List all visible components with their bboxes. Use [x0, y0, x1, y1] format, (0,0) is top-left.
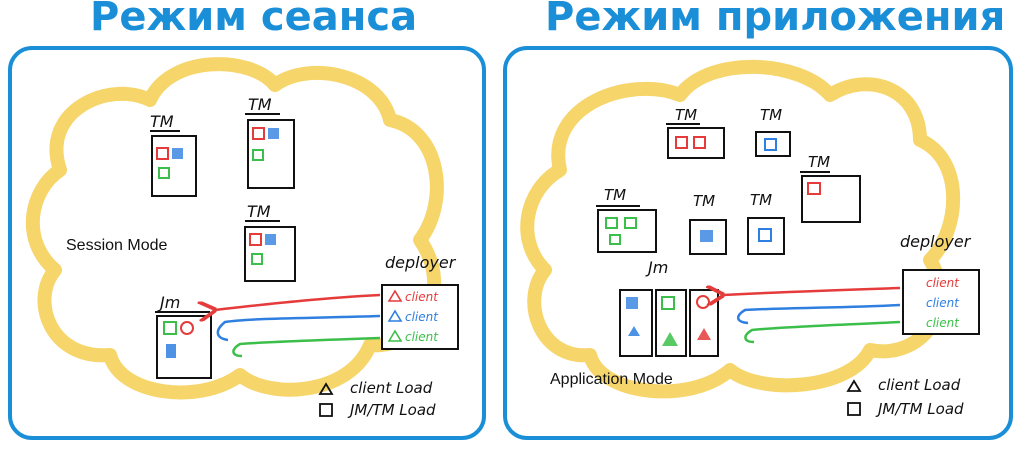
session-cloud: [25, 57, 444, 400]
session-deployer-box: [381, 284, 459, 350]
application-mode-title: Режим приложения: [545, 0, 1006, 40]
session-client-label: client: [405, 310, 439, 324]
legend-square-icon: [319, 403, 333, 417]
client-connector-green: [744, 320, 901, 344]
client-connector-red: [722, 288, 901, 295]
legend-triangle-icon: [318, 382, 334, 395]
application-jm-box: [689, 289, 719, 357]
application-client-label: client: [926, 276, 960, 290]
session-tm-label: TM: [248, 95, 272, 114]
application-tm-box: [689, 219, 727, 255]
application-tm-box: [666, 123, 725, 159]
application-mode-label: Application Mode: [550, 371, 673, 388]
client-connector-blue: [216, 314, 381, 342]
session-jm-label: Jm: [157, 293, 180, 312]
session-deployer-label: deployer: [385, 253, 457, 272]
legend-client-load: client Load: [350, 379, 433, 397]
application-tm-label: TM: [675, 106, 697, 124]
application-tm-label: TM: [693, 192, 715, 210]
legend-triangle-icon: [846, 379, 862, 392]
application-client-label: client: [926, 296, 960, 310]
application-client-label: client: [926, 316, 960, 330]
application-cloud: [520, 59, 961, 399]
application-tm-label: TM: [808, 153, 830, 171]
session-tm-box: [244, 220, 296, 282]
application-tm-box: [596, 205, 657, 253]
client-connector-red: [214, 293, 381, 310]
client-load-icon: [387, 289, 403, 302]
application-tm-label: TM: [604, 186, 626, 204]
legend-jmtm-load: JM/TM Load: [347, 401, 436, 419]
application-tm-label: TM: [760, 106, 782, 124]
client-load-icon: [387, 309, 403, 322]
application-jm-box: [619, 289, 653, 357]
application-mode-panel: [503, 46, 1013, 440]
session-client-label: client: [405, 330, 439, 344]
legend-jmtm-load: JM/TM Load: [875, 400, 964, 418]
session-tm-box: [150, 130, 197, 197]
application-jm-box: [655, 289, 687, 357]
session-mode-label: Session Mode: [66, 237, 167, 254]
application-tm-box: [800, 171, 861, 223]
client-connector-blue: [737, 303, 901, 325]
application-deployer-label: deployer: [900, 232, 972, 251]
session-tm-label: TM: [150, 112, 174, 131]
client-connector-green: [232, 336, 381, 358]
client-load-icon: [387, 329, 403, 342]
legend-square-icon: [847, 402, 861, 416]
legend-client-load: client Load: [878, 376, 961, 394]
application-deployer-box: [902, 269, 980, 335]
session-client-label: client: [405, 290, 439, 304]
session-tm-label: TM: [247, 202, 271, 221]
session-jm-box: [155, 311, 212, 379]
application-tm-box: [747, 217, 785, 255]
application-tm-box: [755, 131, 791, 157]
application-jm-label: Jm: [645, 258, 668, 277]
application-tm-label: TM: [750, 191, 772, 209]
session-tm-box: [245, 113, 295, 189]
session-mode-title: Режим сеанса: [90, 0, 418, 40]
